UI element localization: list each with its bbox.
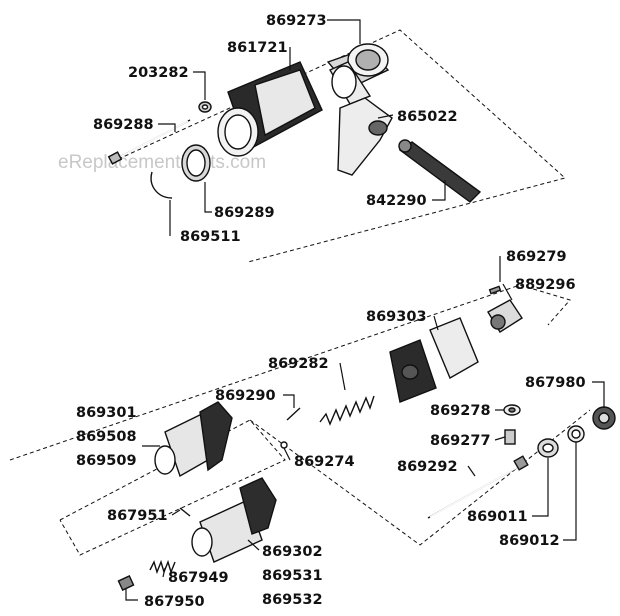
- label-869278: 869278: [430, 403, 491, 419]
- part-869290-pin: [286, 407, 301, 421]
- label-869532: 869532: [262, 592, 323, 608]
- middle-assembly-outline: [9, 284, 571, 461]
- part-869278-washer: [503, 404, 521, 416]
- part-869012-washer: [567, 425, 585, 443]
- part-869277-pin: [504, 429, 516, 445]
- label-869508: 869508: [76, 429, 137, 445]
- label-869289: 869289: [214, 205, 275, 221]
- upper-assembly-outline: [111, 29, 567, 263]
- part-869302-anvil: [191, 477, 277, 563]
- part-867980-nut: [592, 406, 616, 430]
- part-869292-shaft: [427, 455, 529, 519]
- label-869531: 869531: [262, 568, 323, 584]
- part-869282-spring: [319, 395, 375, 426]
- part-861721-housing: [217, 61, 323, 157]
- leader-lines: [125, 19, 605, 601]
- part-867949-spring: [149, 559, 176, 575]
- label-867951: 867951: [107, 508, 168, 524]
- part-889296-cam: [487, 299, 523, 333]
- label-867950: 867950: [144, 594, 205, 610]
- part-869273-sleeve: [326, 43, 390, 105]
- label-869303: 869303: [366, 309, 427, 325]
- label-869279: 869279: [506, 249, 567, 265]
- label-865022: 865022: [397, 109, 458, 125]
- label-869277: 869277: [430, 433, 491, 449]
- label-861721: 861721: [227, 40, 288, 56]
- part-869511-snap-ring: [150, 171, 173, 199]
- part-869274-pin: [280, 441, 288, 449]
- label-842290: 842290: [366, 193, 427, 209]
- lower-right-outline: [249, 409, 591, 546]
- label-869274: 869274: [294, 454, 355, 470]
- label-889296: 889296: [515, 277, 576, 293]
- part-869301-anvil: [154, 401, 233, 478]
- label-867980: 867980: [525, 375, 586, 391]
- label-869509: 869509: [76, 453, 137, 469]
- label-869301: 869301: [76, 405, 137, 421]
- part-203282-nut: [198, 101, 212, 113]
- part-867951-screw: [179, 507, 191, 517]
- label-869511: 869511: [180, 229, 241, 245]
- part-labels: 869273 861721 203282 869288 865022 84229…: [76, 13, 586, 610]
- part-867950-plug: [117, 575, 135, 591]
- label-869290: 869290: [215, 388, 276, 404]
- label-869273: 869273: [266, 13, 327, 29]
- label-869292: 869292: [397, 459, 458, 475]
- part-842290-shaft: [398, 139, 482, 203]
- label-869282: 869282: [268, 356, 329, 372]
- label-869011: 869011: [467, 509, 528, 525]
- part-869303-hammer: [389, 317, 479, 403]
- label-867949: 867949: [168, 570, 229, 586]
- label-869288: 869288: [93, 117, 154, 133]
- part-865022-bracket: [337, 97, 393, 176]
- part-869279-pin: [488, 285, 502, 295]
- label-203282: 203282: [128, 65, 189, 81]
- part-869289-ring: [181, 144, 211, 182]
- label-869012: 869012: [499, 533, 560, 549]
- part-869011-bushing: [537, 438, 559, 458]
- label-869302: 869302: [262, 544, 323, 560]
- part-869288-bolt: [107, 119, 191, 165]
